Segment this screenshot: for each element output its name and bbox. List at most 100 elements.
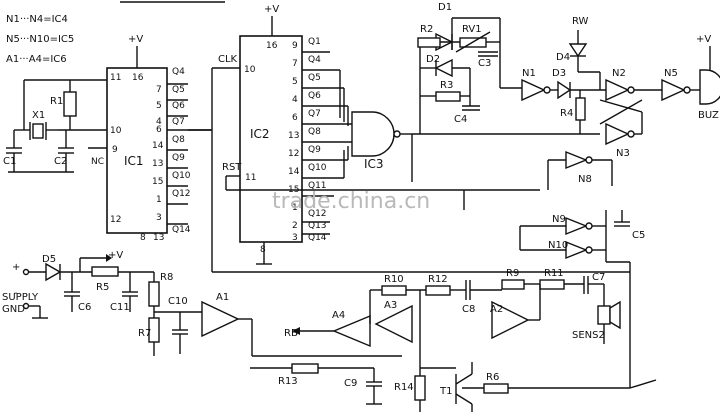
ic1-pin-11: 11 [110,73,121,83]
gnd-label: GND [2,304,25,315]
resistor-r12 [425,285,451,296]
svg-text:6: 6 [156,125,162,135]
svg-text:12: 12 [288,149,299,159]
label-c3: C3 [478,58,491,69]
svg-text:5: 5 [156,101,162,111]
svg-text:4: 4 [156,117,162,127]
ic1-pin-13: 13 [153,233,164,243]
label-d4: D4 [556,52,570,63]
svg-text:13: 13 [288,131,299,141]
ic3-body [351,111,395,157]
svg-text:Q9: Q9 [308,145,321,155]
label-r8: R8 [160,272,173,283]
label-rv1: RV1 [462,24,482,35]
label-r3: R3 [440,80,453,91]
ic1-pin-10: 10 [110,126,122,136]
resistor-r8 [148,281,160,307]
svg-text:7: 7 [156,85,162,95]
svg-text:Q14: Q14 [308,233,327,243]
label-c11: C11 [110,302,130,313]
svg-text:Q12: Q12 [172,189,191,199]
ic2-body [239,35,303,243]
svg-text:15: 15 [152,177,163,187]
svg-text:Q4: Q4 [308,55,321,65]
oscillator-n8-n10: N8 N9 N10 C5 [519,150,645,388]
svg-text:3: 3 [156,213,162,223]
gate-n3 [605,122,630,146]
label-c10: C10 [168,296,188,307]
svg-text:Q13: Q13 [308,221,327,231]
label-r13: R13 [278,376,298,387]
label-n2: N2 [612,68,626,79]
label-c7: C7 [592,272,605,283]
opamp-a2 [491,300,530,340]
svg-text:3: 3 [292,233,298,243]
svg-text:Q5: Q5 [308,73,321,83]
label-rb: RB [284,328,298,339]
ic2-clk-pin: 10 [244,65,256,75]
resistor-r9 [501,279,525,290]
label-d3: D3 [552,68,566,79]
label-c8: C8 [462,304,475,315]
buzzer-vplus: +V [696,34,711,45]
gate-n8 [565,150,588,170]
label-a2: A2 [490,304,503,315]
ic2-vplus: +V [264,4,279,15]
ic1: IC1 11 16 10 9 12 8 13 NC +V Q4 7 Q5 5 Q… [91,34,212,243]
label-r12: R12 [428,274,448,285]
gate-n5 [661,78,686,102]
power-supply: + - D5 R5 +V SUPPLY GND C6 C11 R8 [2,250,202,356]
resistor-r10 [381,285,407,296]
label-rw: RW [572,16,589,27]
svg-text:14: 14 [152,141,164,151]
gate-n9 [565,216,588,236]
ic1-name: IC1 [124,154,144,168]
label-r4: R4 [560,108,573,119]
label-r1: R1 [50,96,63,107]
opamps: A1 A4 RB A3 R10 R12 C8 A2 R9 R11 C7 [201,268,621,357]
ic1-pin-9: 9 [112,145,118,155]
ic3-gate: IC3 [351,111,600,182]
notes: N1···N4=IC4 N5···N10=IC5 A1···A4=IC6 [6,1,225,65]
label-a4: A4 [332,310,345,321]
ic2: IC2 +V 16 8 CLK 10 RST 11 9 Q1 7 Q4 5 Q5… [211,4,352,272]
label-n9: N9 [552,214,566,225]
label-n8: N8 [578,174,592,185]
label-r14: R14 [394,382,414,393]
ic3-name: IC3 [364,157,384,171]
label-r2: R2 [420,24,433,35]
resistor-r5 [91,266,119,277]
label-r9: R9 [506,268,519,279]
svg-text:Q4: Q4 [172,67,185,77]
label-a1: A1 [216,292,229,303]
ic1-pin-12: 12 [110,215,121,225]
label-buz: BUZ [698,110,719,121]
opamp-a3 [374,304,413,344]
label-n10: N10 [548,240,568,251]
gate-n1 [521,78,546,102]
label-x1: X1 [32,110,45,121]
svg-text:2: 2 [292,221,298,231]
label-c2: C2 [54,156,67,167]
output-stage: R13 C9 R14 T1 R6 [250,356,657,412]
label-a3: A3 [384,300,397,311]
label-d2: D2 [426,54,440,65]
svg-text:Q5: Q5 [172,85,185,95]
svg-text:Q12: Q12 [308,209,327,219]
label-c1: C1 [3,156,16,167]
note-2: N5···N10=IC5 [6,34,74,45]
resistor-r13 [291,363,319,374]
label-c6: C6 [78,302,91,313]
label-sens2: SENS2 [572,330,605,341]
svg-text:1: 1 [156,195,162,205]
svg-text:Q8: Q8 [172,135,185,145]
ic1-outputs: Q4 7 Q5 5 Q6 4 Q7 6 Q8 14 Q9 13 Q10 15 Q… [152,67,212,235]
buzzer-icon [699,69,720,105]
ic1-pin-16: 16 [132,73,144,83]
label-c4: C4 [454,114,467,125]
ic1-nc: NC [91,157,104,167]
note-1: N1···N4=IC4 [6,14,68,25]
label-r7: R7 [138,328,151,339]
svg-text:6: 6 [292,113,298,123]
